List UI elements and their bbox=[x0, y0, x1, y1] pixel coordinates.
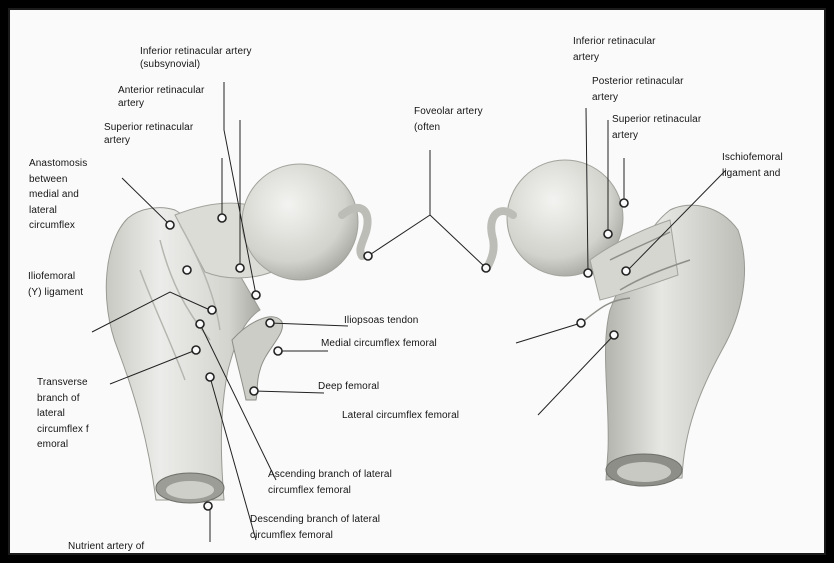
label-superior-retinacular-left: Superior retinacular artery bbox=[104, 122, 214, 147]
label-lateral-circumflex: Lateral circumflex femoral bbox=[342, 410, 459, 423]
label-iliofemoral: Iliofemoral (Y) ligament bbox=[28, 269, 86, 300]
label-anterior-retinacular: Anterior retinacular artery bbox=[118, 85, 218, 110]
marker-iliofemoral-a bbox=[183, 266, 191, 274]
marker-iliofemoral-b bbox=[208, 306, 216, 314]
marker-nutrient bbox=[204, 502, 212, 510]
label-anastomosis: Anastomosis between medial and lateral c… bbox=[29, 156, 99, 234]
marker-anastomosis bbox=[166, 221, 174, 229]
label-posterior-retinacular: Posterior retinacular artery bbox=[592, 74, 700, 105]
left-femur-head bbox=[242, 164, 358, 280]
marker-medial-circumflex-right bbox=[577, 319, 585, 327]
marker-anterior-retinacular bbox=[236, 264, 244, 272]
label-deep-femoral: Deep femoral bbox=[318, 381, 379, 394]
label-ascending: Ascending branch of lateral circumflex f… bbox=[268, 467, 432, 498]
marker-superior-retinacular-left bbox=[218, 214, 226, 222]
marker-ischiofemoral bbox=[622, 267, 630, 275]
marker-deep-femoral bbox=[250, 387, 258, 395]
label-ischiofemoral: Ischiofemoral ligament and bbox=[722, 150, 808, 181]
marker-iliopsoas bbox=[266, 319, 274, 327]
right-femur bbox=[488, 160, 745, 486]
label-transverse-branch: Transverse branch of lateral circumflex … bbox=[37, 375, 107, 453]
label-inferior-retinacular-left: Inferior retinacular artery (subsynovial… bbox=[140, 46, 270, 71]
label-foveolar: Foveolar artery (often bbox=[414, 104, 494, 135]
marker-posterior-retinacular bbox=[604, 230, 612, 238]
label-medial-circumflex: Medial circumflex femoral bbox=[321, 338, 437, 351]
label-iliopsoas: Iliopsoas tendon bbox=[344, 315, 418, 328]
left-shaft-cut-inner bbox=[166, 481, 214, 499]
label-nutrient: Nutrient artery of bbox=[68, 541, 144, 554]
marker-superior-retinacular-right bbox=[620, 199, 628, 207]
diagram-frame: Inferior retinacular artery (subsynovial… bbox=[8, 8, 826, 555]
marker-ascending bbox=[196, 320, 204, 328]
left-femur bbox=[106, 164, 367, 503]
marker-lateral-circumflex bbox=[610, 331, 618, 339]
marker-medial-circumflex bbox=[274, 347, 282, 355]
marker-transverse bbox=[192, 346, 200, 354]
marker-descending bbox=[206, 373, 214, 381]
right-shaft-cut-inner bbox=[617, 462, 671, 482]
marker-inferior-retinacular-left bbox=[252, 291, 260, 299]
marker-inferior-retinacular-right bbox=[584, 269, 592, 277]
marker-foveolar-left bbox=[364, 252, 372, 260]
label-superior-retinacular-right: Superior retinacular artery bbox=[612, 112, 718, 143]
marker-foveolar-right bbox=[482, 264, 490, 272]
label-descending: Descending branch of lateral circumflex … bbox=[250, 512, 410, 543]
label-inferior-retinacular-right: Inferior retinacular artery bbox=[573, 34, 683, 65]
